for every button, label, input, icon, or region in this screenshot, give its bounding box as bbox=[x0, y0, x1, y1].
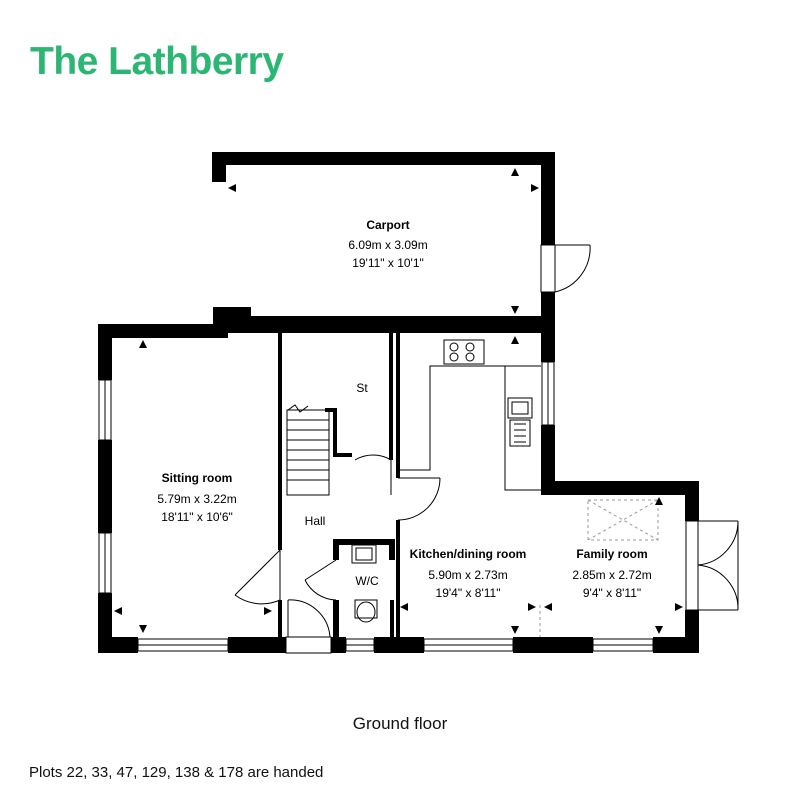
carport-name: Carport bbox=[366, 218, 409, 232]
hall-label: Hall bbox=[305, 514, 326, 528]
sitting-room-metric: 5.79m x 3.22m bbox=[157, 492, 236, 506]
kitchen-imperial: 19'4" x 8'11" bbox=[436, 586, 501, 600]
family-room-imperial: 9'4" x 8'11" bbox=[583, 586, 641, 600]
kitchen-name: Kitchen/dining room bbox=[410, 547, 527, 561]
wc-label: W/C bbox=[355, 574, 379, 588]
interior-walls bbox=[278, 333, 400, 640]
sitting-room-imperial: 18'11" x 10'6" bbox=[161, 510, 233, 524]
page-title: The Lathberry bbox=[30, 40, 284, 83]
worktops bbox=[398, 365, 541, 491]
dimension-arrows bbox=[114, 168, 683, 634]
windows bbox=[98, 361, 654, 652]
sitting-room-name: Sitting room bbox=[162, 471, 233, 485]
family-room-name: Family room bbox=[576, 547, 647, 561]
kitchen-metric: 5.90m x 2.73m bbox=[428, 568, 507, 582]
store-label: St bbox=[356, 381, 368, 395]
handed-plots-note: Plots 22, 33, 47, 129, 138 & 178 are han… bbox=[29, 764, 324, 781]
wc-fixtures bbox=[351, 544, 378, 623]
doors bbox=[234, 244, 739, 654]
hob bbox=[443, 339, 485, 365]
family-room-metric: 2.85m x 2.72m bbox=[572, 568, 651, 582]
carport-imperial: 19'11" x 10'1" bbox=[352, 256, 424, 270]
stairs bbox=[286, 404, 330, 496]
rooflight bbox=[539, 499, 659, 637]
floor-label: Ground floor bbox=[352, 714, 448, 733]
sink bbox=[507, 397, 533, 447]
walls bbox=[98, 152, 699, 653]
carport-metric: 6.09m x 3.09m bbox=[348, 238, 427, 252]
